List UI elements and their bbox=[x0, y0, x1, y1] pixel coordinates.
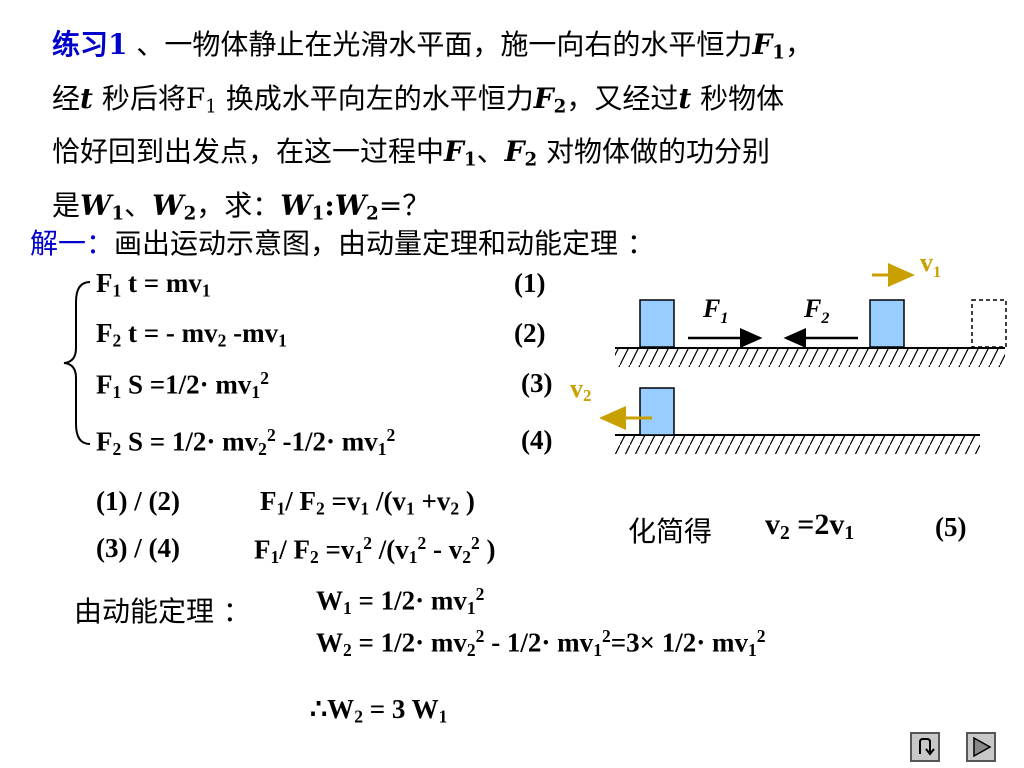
ratio-1-expression: F1/ F2 =v1 /(v1 +v2 ) bbox=[260, 486, 475, 519]
simplified-result: v2 =2v1 bbox=[765, 508, 855, 544]
w2-equation: W2 = 1/2· mv22 - 1/2· mv12=3× 1/2· mv12 bbox=[316, 626, 766, 661]
problem-line-3: 恰好回到出发点，在这一过程中F1、F2 对物体做的功分别 bbox=[52, 135, 771, 171]
equation-3: F1 S =1/2· mv12 bbox=[96, 368, 269, 403]
equation-2-number: (2) bbox=[514, 318, 546, 348]
motion-diagram: F1 F2 v1 bbox=[600, 248, 1007, 454]
label-f1: F1 bbox=[702, 294, 728, 327]
problem-line-4: 是W1、W2，求：W1:W2=？ bbox=[52, 188, 431, 225]
solution-heading: 解一：画出运动示意图，由动量定理和动能定理 ： bbox=[30, 222, 655, 262]
equation-3-number: (3) bbox=[521, 368, 553, 398]
play-next-icon bbox=[973, 736, 992, 758]
solution-intro: 画出运动示意图，由动量定理和动能定理 ： bbox=[114, 227, 655, 260]
block-return bbox=[639, 387, 675, 436]
equation-4-number: (4) bbox=[521, 425, 553, 455]
simplify-label: 化简得 bbox=[628, 515, 713, 548]
ratio-2-expression: F1/ F2 =v12 /(v12 - v22 ) bbox=[254, 533, 496, 568]
equation-5-number: (5) bbox=[935, 512, 967, 542]
next-button[interactable] bbox=[966, 732, 996, 762]
energy-theorem-label: 由动能定理 ： bbox=[74, 595, 251, 628]
ground-bottom bbox=[615, 434, 980, 454]
problem-line-2: 经t 秒后将F1 换成水平向左的水平恒力F2，又经过t 秒物体 bbox=[52, 81, 785, 118]
equation-1-number: (1) bbox=[514, 268, 546, 298]
label-v2-text: v2 bbox=[570, 374, 592, 406]
equation-2: F2 t = - mv2 -mv1 bbox=[96, 318, 287, 351]
exercise-label: 练习1 bbox=[52, 28, 128, 61]
conclusion: ∴W2 = 3 W1 bbox=[310, 694, 448, 727]
solution-label: 解一： bbox=[30, 227, 115, 260]
ratio-1-label: (1) / (2) bbox=[96, 486, 180, 516]
label-v1: v1 bbox=[920, 248, 941, 281]
back-button[interactable] bbox=[910, 732, 940, 762]
block-middle bbox=[869, 299, 905, 348]
equation-1: F1 t = mv1 bbox=[96, 268, 211, 301]
equation-4: F2 S = 1/2· mv22 -1/2· mv12 bbox=[96, 425, 396, 460]
w1-equation: W1 = 1/2· mv12 bbox=[316, 584, 485, 619]
label-f2: F2 bbox=[803, 294, 829, 327]
block-start bbox=[639, 299, 675, 348]
problem-statement: 练习1 、一物体静止在光滑水平面，施一向右的水平恒力F1， 经t 秒后将F1 换… bbox=[52, 22, 972, 236]
ground-top bbox=[615, 347, 1005, 367]
equation-brace bbox=[63, 281, 91, 445]
block-ghost bbox=[971, 299, 1007, 348]
return-icon bbox=[919, 738, 935, 756]
ratio-2-label: (3) / (4) bbox=[96, 533, 180, 563]
problem-line-1: 练习1 、一物体静止在光滑水平面，施一向右的水平恒力F1， bbox=[52, 28, 813, 64]
